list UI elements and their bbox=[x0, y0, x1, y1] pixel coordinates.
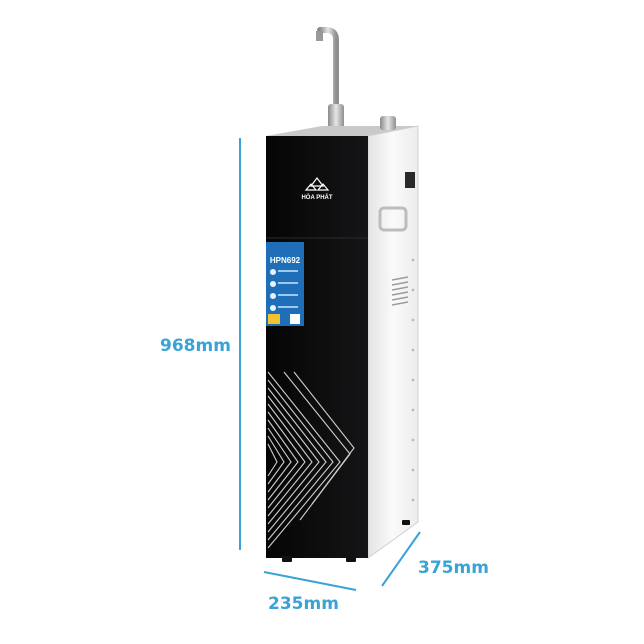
brand-logo bbox=[304, 177, 330, 191]
width-dimension-label: 235mm bbox=[268, 594, 339, 614]
spec-label-panel bbox=[266, 242, 304, 326]
cabinet-feet bbox=[282, 520, 410, 562]
top-knob bbox=[380, 116, 396, 130]
depth-dimension-line bbox=[381, 531, 421, 587]
side-vents bbox=[391, 276, 409, 306]
faucet bbox=[316, 27, 344, 131]
chevron-pattern bbox=[267, 371, 355, 549]
brand-name: HÒA PHÁT bbox=[301, 193, 332, 201]
model-name: HPN692 bbox=[270, 256, 301, 265]
height-dimension-label: 968mm bbox=[160, 336, 231, 356]
cabinet-front-panel bbox=[266, 136, 368, 558]
depth-dimension-label: 375mm bbox=[418, 558, 489, 578]
cabinet-side-panel bbox=[367, 125, 419, 559]
side-handle bbox=[378, 172, 415, 232]
width-dimension-line bbox=[263, 571, 357, 591]
side-edge-marks bbox=[411, 258, 415, 502]
